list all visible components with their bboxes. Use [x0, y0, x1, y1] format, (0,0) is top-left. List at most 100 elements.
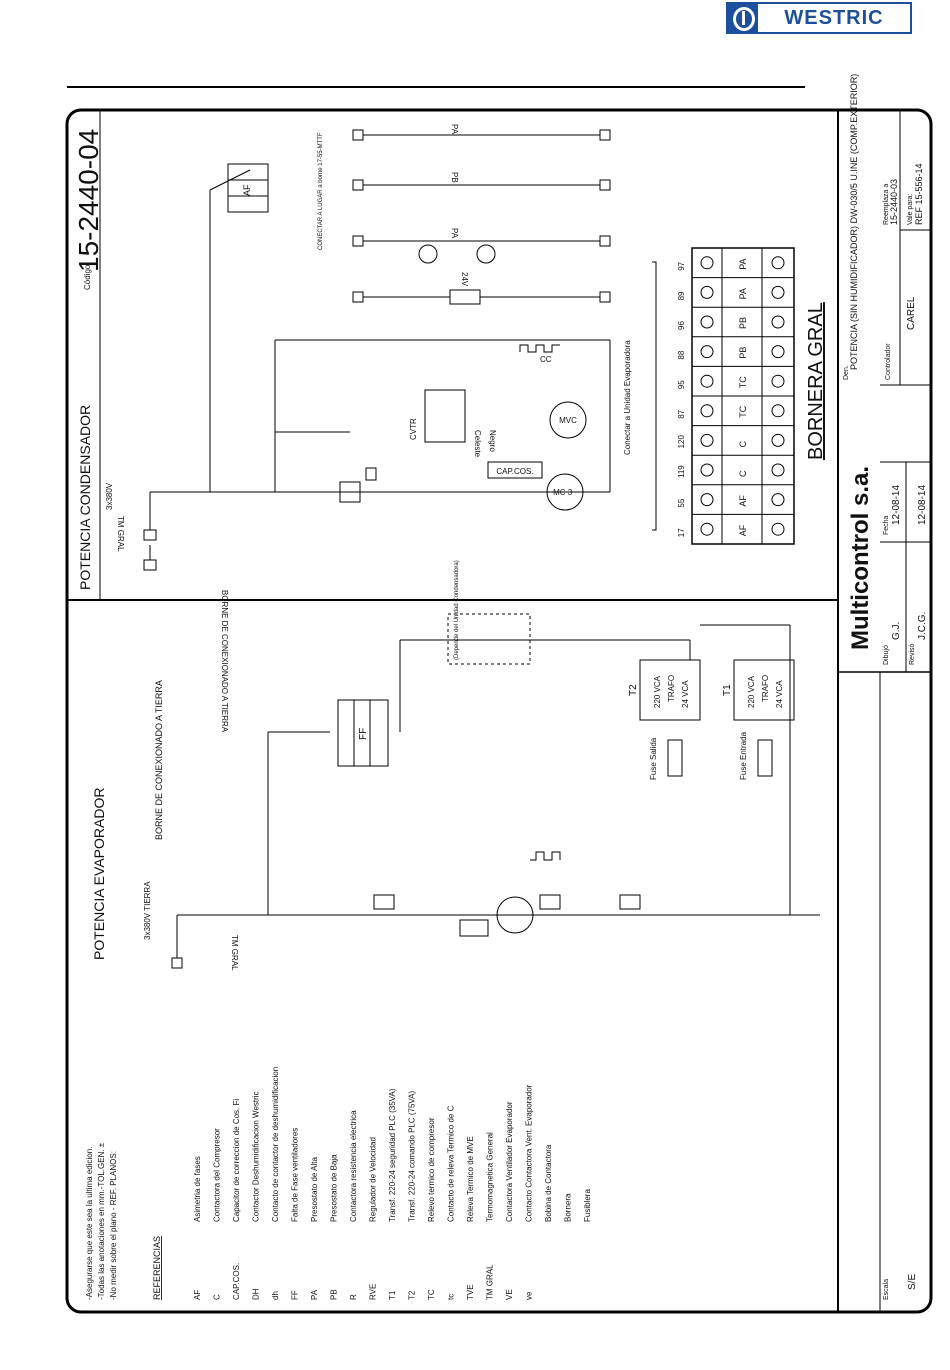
t1-id: T1: [722, 684, 733, 696]
t2-name: TRAFO: [667, 675, 676, 702]
compressor-motor: [546, 473, 584, 511]
reference-description: Bornera: [564, 1193, 573, 1222]
reference-description: Contactora resistencia electrica: [349, 1110, 358, 1222]
reference-code: RVE: [369, 1284, 378, 1300]
bornera-terminal-label: PB: [738, 347, 748, 359]
tve-relay: [373, 894, 395, 910]
drawn-by-label: Dibujó: [883, 645, 890, 665]
bornera-terminal-label: PA: [738, 288, 748, 299]
terminal-screw-icon: [771, 404, 785, 418]
af-relay-note: CONECTAR A LUGAR a borne 17-55-MTTF: [318, 132, 324, 250]
terminal-screw-icon: [700, 433, 714, 447]
reference-description: Asimetria de fases: [193, 1156, 202, 1222]
transformer-t2: [639, 659, 701, 721]
bornera-terminal-number: 17: [677, 528, 686, 537]
terminal-screw-icon: [700, 493, 714, 507]
sheet-frame: [65, 108, 933, 1314]
fan-wire-negro: Negro: [488, 430, 497, 452]
terminal-screw-icon: [771, 285, 785, 299]
terminal-screw-icon: [700, 374, 714, 388]
reference-description: Regulador de Velocidad: [369, 1137, 378, 1222]
reference-code: TVE: [466, 1284, 475, 1300]
bornera-terminal-number: 89: [677, 291, 686, 300]
westric-logo-icon: [728, 3, 758, 33]
reference-description: Contactora Ventilador Evaporador: [505, 1101, 514, 1222]
reference-description: Contacto de contactor de deshumidificaci…: [271, 1067, 280, 1222]
bornera-terminal-number: 88: [677, 350, 686, 359]
note-2: -Todas las anotaciones en mm.-TOL.GEN. ±: [97, 1142, 106, 1300]
reference-description: Presostato de Baja: [330, 1154, 339, 1222]
reference-description: Transf. 220-24 seguridad PLC (35VA): [388, 1088, 397, 1222]
bornera-terminal-label: AF: [738, 524, 748, 536]
evaporator-earth-label: BORNE DE CONEXIONADO A TIERRA: [154, 680, 164, 840]
valid-for-value: REF 15-556-14: [914, 163, 924, 225]
terminal-screw-icon: [771, 256, 785, 270]
t2-id: T2: [628, 684, 639, 696]
terminal-screw-icon: [771, 374, 785, 388]
terminal-screw-icon: [771, 463, 785, 477]
remote-contact: [447, 613, 531, 665]
t1-name: TRAFO: [761, 675, 770, 702]
scale-label: Escala: [883, 1279, 890, 1300]
terminal-screw-icon: [700, 285, 714, 299]
bornera-terminal-number: 120: [677, 435, 686, 449]
reference-code: CAP.COS.: [232, 1263, 241, 1300]
reference-code: R: [349, 1294, 358, 1300]
drawing-code: 15-2440-04: [73, 129, 104, 272]
note-3: -No medir sobre el plano - REF. PLANOS:: [109, 1151, 118, 1300]
checked-by-value: J.C.G.: [917, 612, 928, 640]
header-rule: [67, 86, 805, 88]
reference-description: Contacto de releva Termico de C: [447, 1105, 456, 1222]
terminal-screw-icon: [771, 522, 785, 536]
af-relay: [227, 163, 269, 213]
ff-relay-label: FF: [358, 728, 369, 740]
bornera-terminal-label: AF: [738, 495, 748, 507]
cvtr-box: [424, 389, 466, 443]
re-resistance: [530, 851, 561, 861]
reference-code: tc: [447, 1294, 456, 1300]
tc-relay: [365, 467, 377, 481]
title-block: Multicontrol s.a. Den. POTENCIA (SIN HUM…: [838, 74, 931, 1312]
checked-by-label: Revisó: [909, 643, 916, 665]
terminal-screw-icon: [700, 522, 714, 536]
bornera-terminal-label: TC: [738, 405, 748, 417]
af-relay-label: AF: [242, 184, 252, 196]
condenser-title: POTENCIA CONDENSADOR: [77, 405, 93, 590]
reference-code: PB: [330, 1289, 339, 1300]
compressor-contact: [339, 481, 361, 503]
evaporator-title: POTENCIA EVAPORADOR: [91, 788, 107, 960]
reference-description: Bobina de Contactora: [544, 1144, 553, 1222]
bornera-terminal-label: C: [738, 470, 748, 477]
rve-regulator: [459, 919, 489, 937]
evaporator-breaker: TM GRAL: [230, 935, 239, 971]
reference-description: Contacto Contactora Vent. Evaporador: [525, 1084, 534, 1222]
bornera-terminal-label: TC: [738, 376, 748, 388]
reference-description: Contactora del Compresor: [213, 1128, 222, 1222]
switch-pb: PB: [450, 172, 459, 183]
terminal-screw-icon: [771, 493, 785, 507]
terminal-screw-icon: [771, 345, 785, 359]
fuse-salida-label: Fuse Salida: [649, 737, 658, 780]
switch-pa-1: PA: [450, 228, 459, 239]
reference-code: VE: [505, 1289, 514, 1300]
evaporator-fan-motor: [496, 896, 534, 934]
condenser-fan-motor: [549, 401, 587, 439]
cc-label: CC: [540, 355, 552, 364]
cvtr-label: CVTR: [409, 418, 418, 440]
condenser-control-rungs: 24V PA PB PA: [352, 124, 611, 305]
bornera-terminal-number: 55: [677, 498, 686, 507]
reference-code: ve: [525, 1291, 534, 1300]
reference-code: PA: [310, 1289, 319, 1300]
fuse-salida: [667, 739, 683, 777]
transformer-t1: [733, 659, 795, 721]
compressor-coil: [449, 289, 481, 305]
replaces-label: Reemplaza a: [883, 184, 890, 225]
cap-cos-label: CAP.COS.: [496, 467, 533, 476]
terminal-screw-icon: [700, 256, 714, 270]
reference-code: T2: [408, 1290, 417, 1300]
bornera-terminal-number: 95: [677, 380, 686, 389]
cap-cos-capacitor: [487, 461, 543, 479]
bornera-terminal-label: C: [738, 440, 748, 447]
